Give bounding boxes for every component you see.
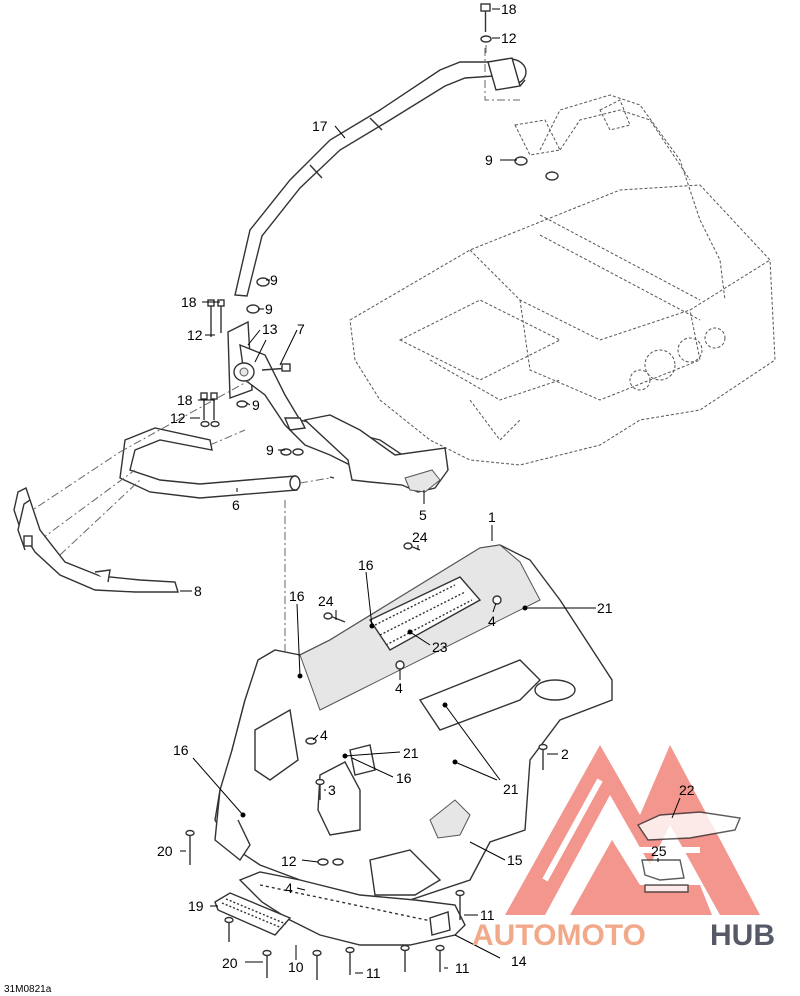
leader-lines	[180, 8, 681, 974]
callout-24: 24	[318, 593, 334, 609]
callout-12: 12	[501, 30, 517, 46]
callout-12: 12	[170, 410, 186, 426]
callout-labels: 18 12 17 9 9 18 9 12 13 7 18 9 12 9 6 5 …	[157, 1, 695, 981]
callout-18: 18	[181, 294, 197, 310]
front-bracket-assembly	[227, 320, 449, 493]
callout-7: 7	[297, 321, 305, 337]
drawing-code: 31M0821a	[4, 984, 52, 995]
callout-20: 20	[222, 955, 238, 971]
callout-21: 21	[597, 600, 613, 616]
watermark-brand-right: HUB	[710, 919, 775, 952]
skid-plate	[238, 871, 466, 946]
callout-11: 11	[366, 965, 381, 981]
callout-4: 4	[395, 680, 403, 696]
assembly-lines	[24, 48, 520, 680]
callout-10: 10	[288, 959, 304, 975]
callout-9: 9	[252, 397, 260, 413]
callout-19: 19	[188, 898, 204, 914]
front-bumper	[13, 487, 179, 593]
callout-16: 16	[358, 557, 374, 573]
callout-9: 9	[265, 301, 273, 317]
decals-22-25	[636, 811, 741, 893]
chassis-frame	[349, 94, 776, 466]
fasteners	[185, 542, 548, 980]
callout-14: 14	[511, 953, 527, 969]
callout-16: 16	[396, 770, 412, 786]
callout-16: 16	[173, 742, 189, 758]
callout-8: 8	[194, 583, 202, 599]
callout-17: 17	[312, 118, 328, 134]
callout-22: 22	[679, 782, 695, 798]
callout-18: 18	[177, 392, 193, 408]
callout-15: 15	[507, 852, 523, 868]
callout-1: 1	[488, 509, 496, 525]
bolt-18-top	[480, 3, 492, 56]
callout-23: 23	[432, 639, 448, 655]
callout-12: 12	[281, 853, 297, 869]
front-bumper-tube	[119, 427, 335, 499]
callout-4: 4	[320, 727, 328, 743]
bolts-18-left	[200, 299, 304, 456]
watermark-brand-left: AUTOMOTO	[472, 919, 646, 952]
callout-5: 5	[419, 507, 427, 523]
callout-4: 4	[285, 880, 293, 896]
callout-21: 21	[503, 781, 519, 797]
callout-11: 11	[480, 907, 495, 923]
callout-3: 3	[328, 782, 336, 798]
callout-20: 20	[157, 843, 173, 859]
callout-9: 9	[266, 442, 274, 458]
callout-11: 11	[455, 960, 470, 976]
belly-pan-assembly	[214, 544, 613, 901]
callout-9: 9	[270, 272, 278, 288]
grille	[214, 892, 292, 936]
callout-21: 21	[403, 745, 419, 761]
callout-4: 4	[488, 613, 496, 629]
callout-25: 25	[651, 843, 667, 859]
upper-bumper-tube	[234, 57, 527, 297]
callout-18: 18	[501, 1, 517, 17]
callout-9: 9	[485, 152, 493, 168]
callout-6: 6	[232, 497, 240, 513]
callout-24: 24	[412, 529, 428, 545]
watermark-text: AUTOMOTO HUB	[472, 919, 775, 952]
watermark-logo	[505, 745, 760, 915]
callout-13: 13	[262, 321, 278, 337]
callout-12: 12	[187, 327, 203, 343]
callout-16: 16	[289, 588, 305, 604]
callout-2: 2	[561, 746, 569, 762]
